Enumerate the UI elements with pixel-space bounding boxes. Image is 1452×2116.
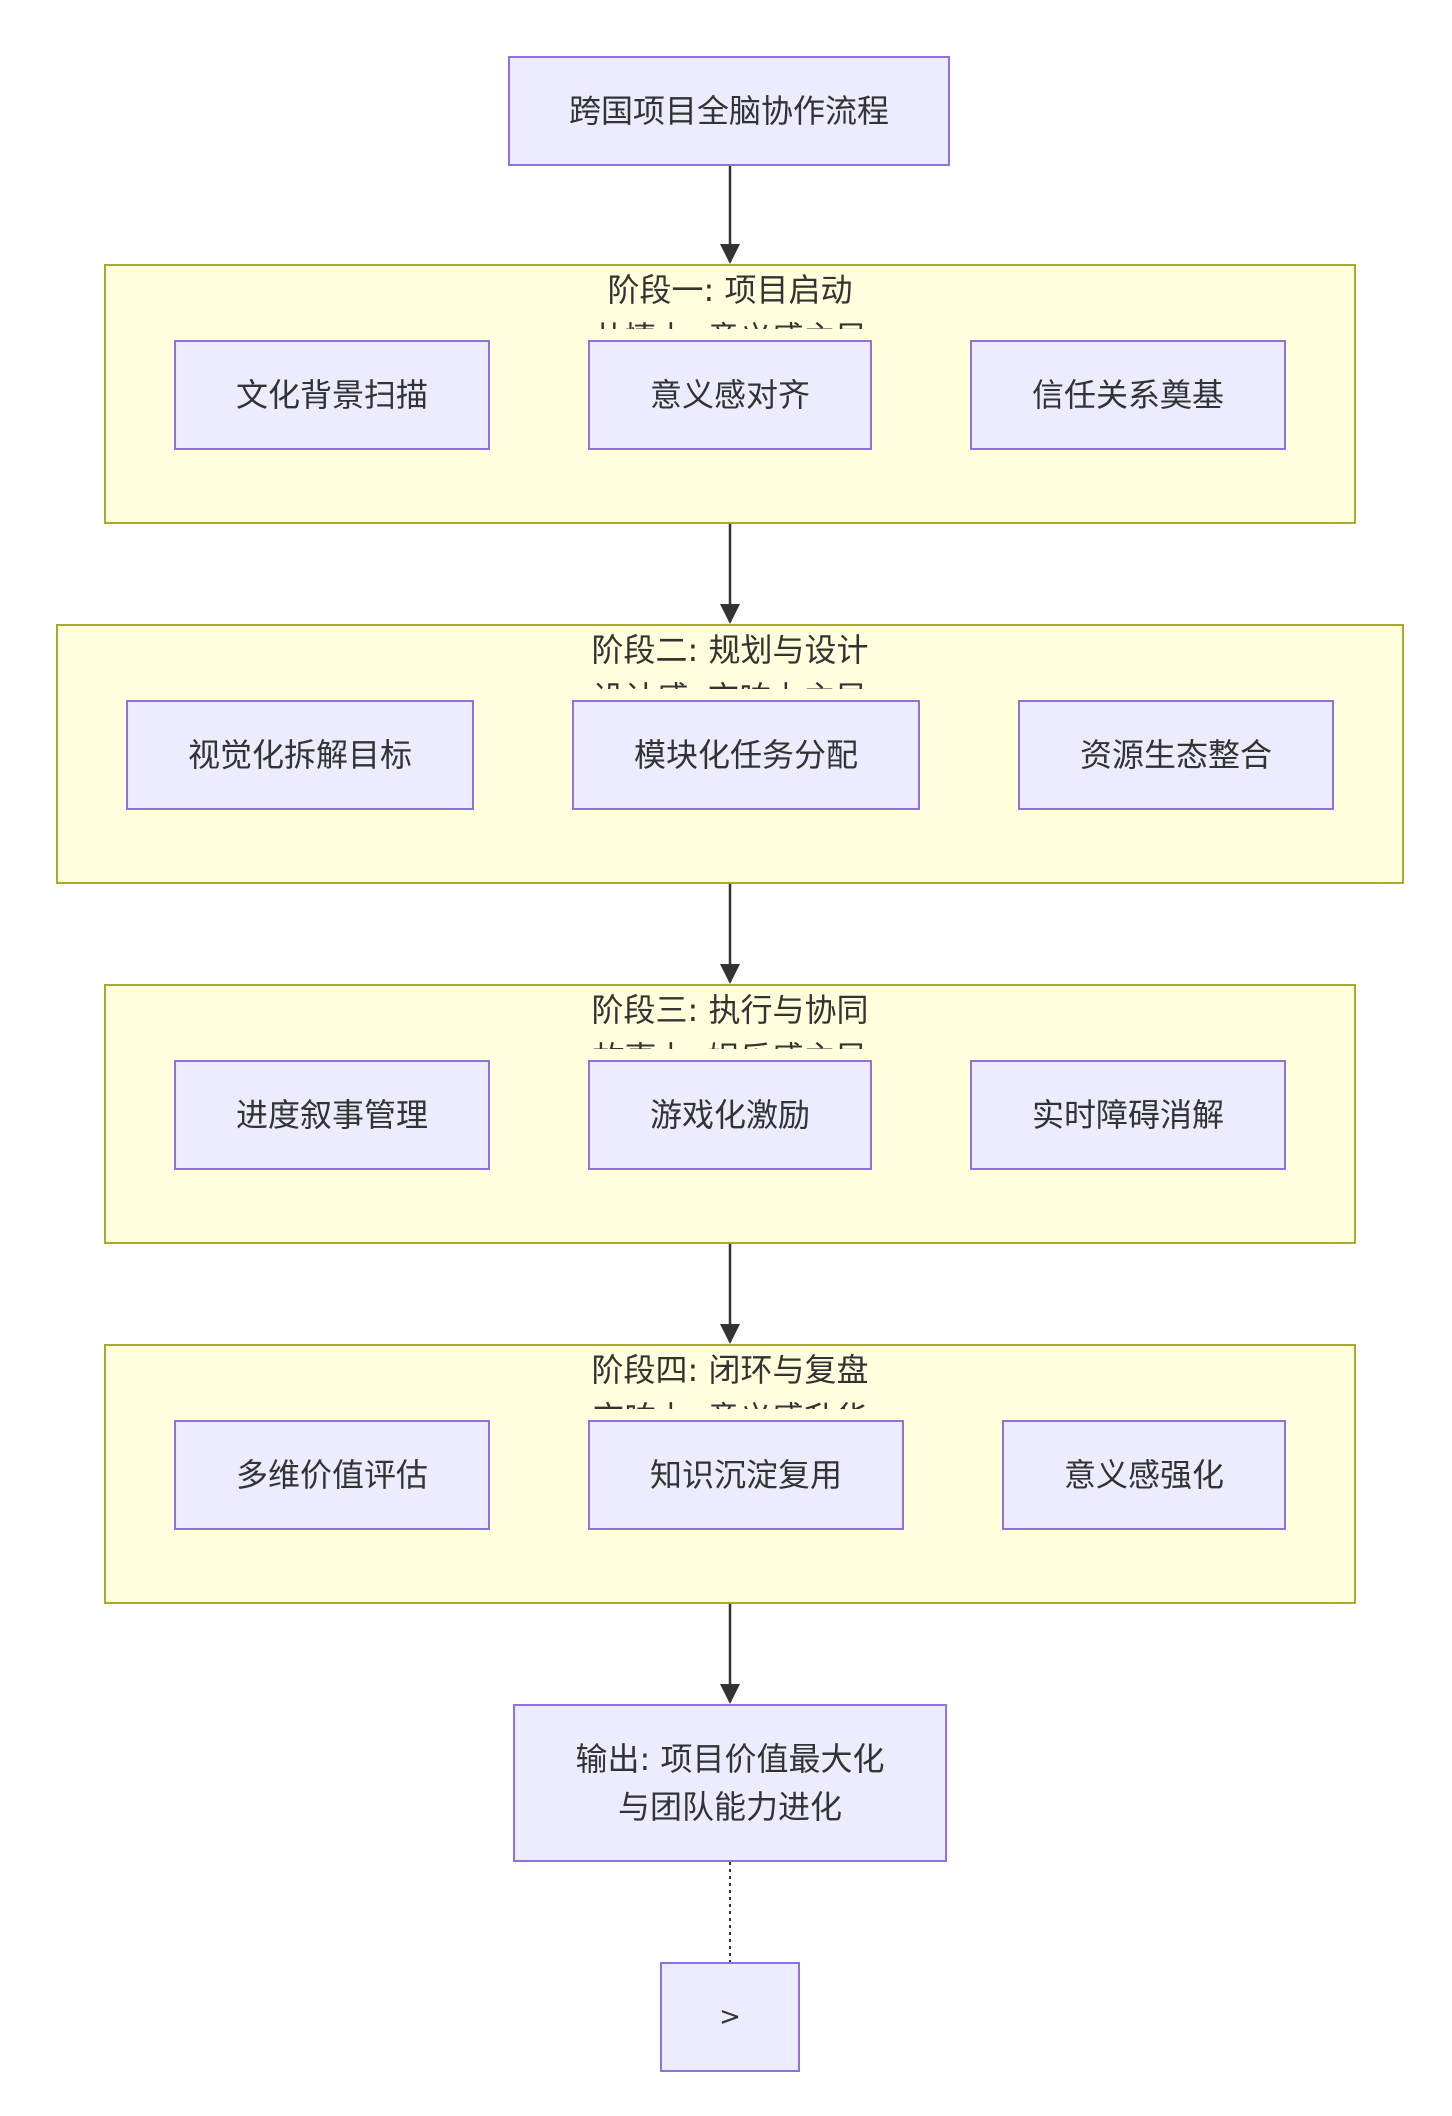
stage-1-item-3[interactable]: 信任关系奠基: [970, 340, 1286, 450]
stage-1-item-2[interactable]: 意义感对齐: [588, 340, 872, 450]
stage-3-item-2[interactable]: 游戏化激励: [588, 1060, 872, 1170]
stage-3-item-3[interactable]: 实时障碍消解: [970, 1060, 1286, 1170]
output-line-2: 与团队能力进化: [617, 1788, 842, 1826]
end-node-label: >: [719, 2002, 741, 2032]
start-node-label: 跨国项目全脑协作流程: [568, 92, 889, 130]
stage-1-item-1[interactable]: 文化背景扫描: [174, 340, 490, 450]
stage-4-title: 阶段四: 闭环与复盘 交响力x意义感升华: [591, 1351, 869, 1409]
start-node[interactable]: 跨国项目全脑协作流程: [508, 56, 950, 166]
end-node[interactable]: >: [660, 1962, 800, 2072]
stage-2-item-3[interactable]: 资源生态整合: [1018, 700, 1334, 810]
stage-2-item-2[interactable]: 模块化任务分配: [572, 700, 920, 810]
stage-2-item-1[interactable]: 视觉化拆解目标: [126, 700, 474, 810]
stage-3-title: 阶段三: 执行与协同 故事力x娱乐感主导: [591, 991, 869, 1049]
output-line-1: 输出: 项目价值最大化: [575, 1740, 885, 1778]
stage-3-item-1[interactable]: 进度叙事管理: [174, 1060, 490, 1170]
output-node[interactable]: 输出: 项目价值最大化 与团队能力进化: [513, 1704, 947, 1862]
stage-1-title: 阶段一: 项目启动 共情力x意义感主导: [593, 271, 868, 329]
stage-2-title: 阶段二: 规划与设计 设计感x交响力主导: [591, 631, 869, 689]
stage-4-item-2[interactable]: 知识沉淀复用: [588, 1420, 904, 1530]
stage-4-item-1[interactable]: 多维价值评估: [174, 1420, 490, 1530]
stage-4-item-3[interactable]: 意义感强化: [1002, 1420, 1286, 1530]
